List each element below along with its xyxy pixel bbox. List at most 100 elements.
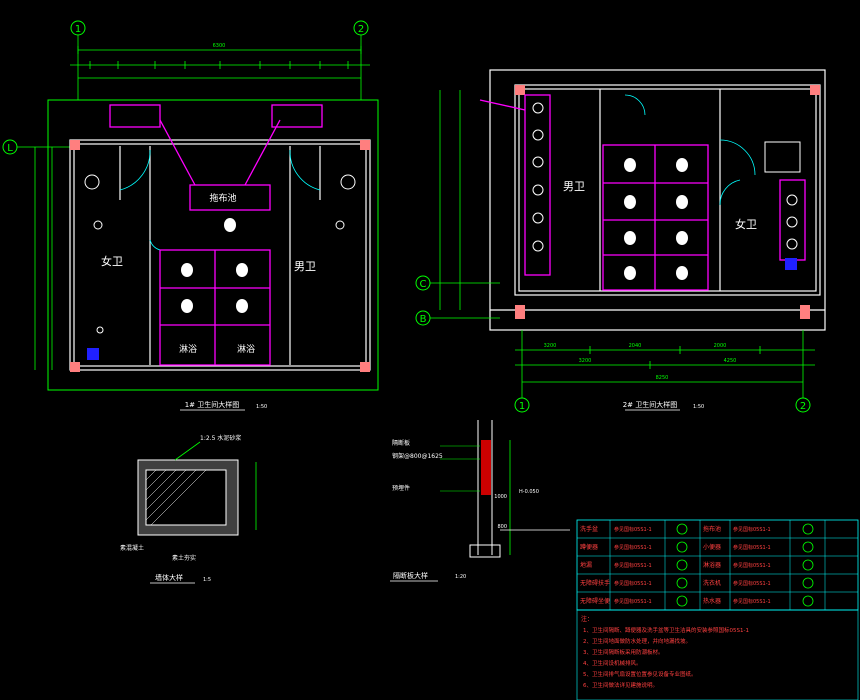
legend-name: 洗手盆: [580, 525, 598, 533]
plan1-stall-label-left: 淋浴: [179, 343, 197, 355]
wall-hatch: [360, 140, 370, 150]
plan2-overall-dim: 8250: [656, 375, 669, 381]
plan1-walls: [69, 139, 371, 371]
wall-hatch: [70, 362, 80, 372]
legend-spec: 参见国标05S1-1: [614, 544, 652, 551]
section-label-left: 素混凝土: [120, 544, 144, 552]
plan1-frame: [47, 99, 379, 391]
legend-spec-2: 参见国标05S1-1: [733, 544, 771, 551]
note-line: 3、卫生间隔断板采用防潮板材。: [583, 648, 664, 656]
plan2-urinals: [532, 102, 798, 252]
wall-hatch: [810, 85, 820, 95]
plan1-center-label: 拖布池: [209, 192, 236, 204]
section-caption: 墙体大样: [155, 573, 183, 582]
legend-name-2: 淋浴器: [703, 561, 721, 569]
legend-name: 无障碍坐便: [580, 597, 610, 605]
plan1-caption: 1# 卫生间大样图: [185, 400, 240, 409]
plan2-female-room: 女卫: [735, 217, 757, 231]
plan1-sinks: [84, 174, 356, 334]
drain-square: [785, 258, 797, 270]
fixture-symbol-icon: [802, 595, 814, 607]
plan1-male-room: 男卫: [294, 260, 316, 273]
axis-bubble-plan2-row-c: C: [415, 275, 431, 291]
legend-spec: 参见国标05S1-1: [614, 562, 652, 569]
fixture-symbol-icon: [676, 523, 688, 535]
fixture-symbol-icon: [676, 541, 688, 553]
section-top-note: 1:2.5 水泥砂浆: [200, 434, 241, 442]
axis-bubble-plan1-left: 1: [70, 20, 86, 36]
plan1-toilet-icons: [181, 218, 248, 313]
notes-lines: 1、卫生间隔断、蹲便器及洗手盆等卫生洁具的安装参照国标05S1-1 2、卫生间地面…: [583, 626, 749, 689]
partition-base: [469, 544, 501, 558]
axis-bubble-plan2-row-b: B: [415, 310, 431, 326]
plan2-stalls: [479, 94, 806, 291]
partition-scale: 1:20: [455, 574, 466, 580]
legend-name-2: 洗衣机: [703, 579, 721, 587]
legend-row: 洗手盆 参见国标05S1-1 拖布池 参见国标05S1-1: [577, 520, 858, 539]
partition-note-3: 预埋件: [392, 484, 410, 492]
fixture-symbol-icon: [802, 523, 814, 535]
plan2-doors: [624, 94, 756, 206]
plan1-female-room: 女卫: [101, 254, 123, 268]
plan1-doors: [119, 149, 321, 251]
axis-bubble-plan2-right: 2: [795, 397, 811, 413]
plan2-janitor-sink: [764, 141, 801, 173]
legend-name: 蹲便器: [580, 543, 598, 551]
detail-section: 1:2.5 水泥砂浆 素混凝土 素土夯实 墙体大样 1:5: [120, 434, 257, 584]
partition-elev-right: H-0.050: [519, 489, 539, 495]
section-hatch: [145, 469, 207, 526]
axis-label: 1: [75, 24, 81, 35]
fixture-symbol-icon: [676, 577, 688, 589]
wall-hatch: [360, 362, 370, 372]
axis-label: L: [7, 143, 13, 154]
partition-panel: [481, 440, 491, 495]
note-line: 4、卫生间设机械排风。: [583, 659, 642, 667]
fixture-symbol-icon: [802, 559, 814, 571]
plan2-dim-b: 3200: [579, 358, 592, 364]
fixture-symbol-icon: [802, 541, 814, 553]
detail-partition: 隔断板 钢架@800@1625 预埋件 1000 H-0.050 800 隔断板…: [390, 420, 570, 582]
section-label-bottom: 素土夯实: [172, 554, 196, 562]
plan1-top-dimensions: [70, 46, 370, 79]
note-line: 1、卫生间隔断、蹲便器及洗手盆等卫生洁具的安装参照国标05S1-1: [583, 626, 749, 634]
legend-name: 地漏: [580, 561, 592, 569]
legend-name-2: 拖布池: [703, 525, 721, 533]
axis-label: 2: [800, 401, 806, 412]
plan2: 男卫 女卫 C B 1 2: [415, 69, 826, 413]
plan2-caption: 2# 卫生间大样图: [623, 400, 678, 409]
legend-spec-2: 参见国标05S1-1: [733, 526, 771, 533]
axis-label: B: [420, 314, 427, 325]
plan1-overall-dim: 6300: [213, 43, 226, 49]
notes-frame: [576, 609, 859, 700]
plan2-dim-2: 2040: [629, 343, 642, 349]
fixture-symbol-icon: [802, 577, 814, 589]
partition-elev-top: 1000: [494, 494, 507, 500]
legend-spec: 参见国标05S1-1: [614, 598, 652, 605]
plan1-stalls: [109, 104, 323, 366]
axis-label: 1: [519, 401, 525, 412]
legend-name-2: 热水器: [703, 597, 721, 605]
plan1-scale: 1:50: [256, 404, 267, 410]
section-scale: 1:5: [203, 577, 211, 583]
axis-bubble-plan2-left: 1: [514, 397, 530, 413]
partition-note-1: 隔断板: [392, 439, 410, 447]
plan2-dim-1: 3200: [544, 343, 557, 349]
plan2-walls: [490, 84, 825, 311]
legend-spec: 参见国标05S1-1: [614, 526, 652, 533]
note-line: 5、卫生间排气扇设置位置参见设备专业图纸。: [583, 670, 697, 678]
plan2-dim-c: 4250: [724, 358, 737, 364]
axis-bubble-plan1-row: L: [2, 139, 18, 155]
legend-spec: 参见国标05S1-1: [614, 580, 652, 587]
wall-hatch: [515, 85, 525, 95]
plan1-stall-label-right: 淋浴: [237, 343, 255, 355]
axis-label: 2: [358, 24, 364, 35]
partition-note-2: 钢架@800@1625: [392, 452, 443, 460]
note-line: 2、卫生间地面做防水处理，并向地漏找坡。: [583, 637, 691, 645]
wall-hatch: [70, 140, 80, 150]
notes-title: 注：: [581, 615, 593, 623]
